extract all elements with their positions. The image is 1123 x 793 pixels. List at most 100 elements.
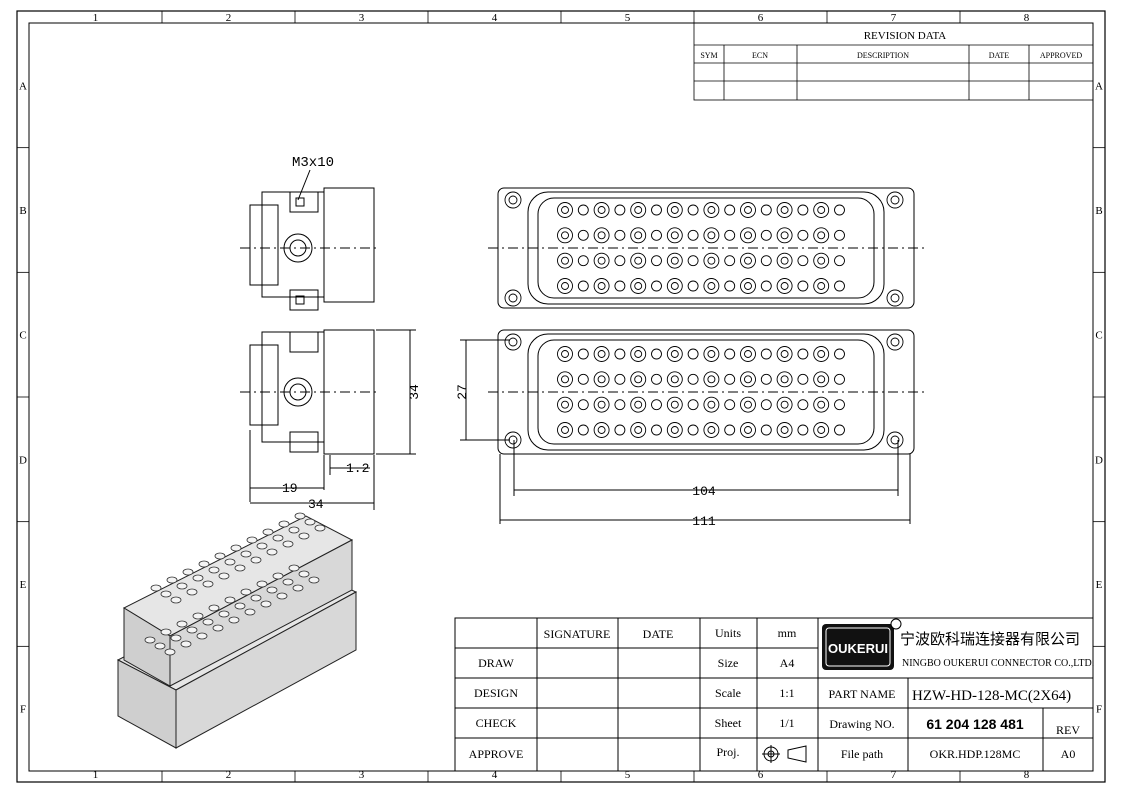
mounting-screw-inner bbox=[890, 293, 900, 303]
zone-col-label: 1 bbox=[93, 12, 99, 24]
dim-27: 27 bbox=[455, 384, 470, 400]
contact-pin bbox=[593, 396, 610, 413]
mounting-screw-inner bbox=[508, 293, 518, 303]
contact-pin-inner bbox=[707, 256, 716, 265]
zone-row-label: C bbox=[1095, 330, 1102, 342]
zone-col-label: 2 bbox=[226, 12, 232, 24]
contact-pin bbox=[614, 348, 626, 360]
iso-pin bbox=[314, 524, 326, 532]
contact-pin bbox=[834, 348, 845, 360]
iso-pin bbox=[160, 628, 172, 636]
contact-pin bbox=[651, 280, 662, 292]
rev-header-sym: SYM bbox=[700, 51, 717, 60]
zone-col-label: 4 bbox=[492, 12, 498, 24]
contact-pin-inner bbox=[634, 231, 643, 240]
contact-pin bbox=[703, 346, 720, 362]
projection-symbol-icon bbox=[762, 745, 807, 763]
contact-pin-inner bbox=[707, 231, 716, 240]
zone-col-label: 4 bbox=[492, 769, 498, 781]
iso-pin bbox=[224, 596, 236, 604]
contact-pin-inner bbox=[597, 256, 606, 265]
iso-pin bbox=[176, 582, 188, 590]
contact-pin bbox=[651, 424, 662, 436]
revision-title: REVISION DATA bbox=[864, 30, 947, 42]
title-block bbox=[454, 617, 1094, 772]
contact-pin bbox=[577, 204, 589, 216]
contact-pin bbox=[834, 204, 845, 216]
contact-pin-inner bbox=[744, 426, 752, 434]
zone-row-label: C bbox=[19, 330, 26, 342]
contact-pin bbox=[797, 348, 809, 360]
contact-pin-inner bbox=[780, 256, 789, 265]
zone-row-label: F bbox=[20, 704, 26, 716]
contact-pin bbox=[776, 227, 793, 244]
contact-pin bbox=[687, 348, 699, 360]
contact-pin bbox=[614, 373, 626, 385]
iso-pin bbox=[294, 512, 306, 520]
contact-pin bbox=[760, 229, 772, 241]
contact-pin-inner bbox=[707, 282, 716, 290]
contact-pin bbox=[577, 373, 589, 385]
iso-pin bbox=[250, 556, 262, 564]
contact-pin-inner bbox=[817, 426, 826, 434]
contact-pin bbox=[557, 252, 573, 269]
contact-pin bbox=[687, 424, 699, 436]
logo-text: OUKERUI bbox=[828, 641, 888, 656]
part-name-label: PART NAME bbox=[829, 687, 896, 701]
tb-col-signature: SIGNATURE bbox=[544, 627, 611, 641]
contact-pin bbox=[666, 252, 683, 269]
contact-pin-inner bbox=[634, 400, 643, 409]
zone-col-label: 7 bbox=[891, 769, 897, 781]
contact-pin bbox=[813, 227, 830, 244]
sheet-value: 1/1 bbox=[779, 716, 794, 730]
contact-pin-inner bbox=[780, 206, 789, 214]
contact-pin bbox=[797, 204, 809, 216]
zone-row-label: D bbox=[19, 454, 27, 466]
contact-pin-inner bbox=[597, 400, 606, 409]
contact-pin-inner bbox=[707, 206, 716, 214]
contact-pin bbox=[557, 278, 573, 294]
contact-pin-inner bbox=[597, 350, 606, 358]
mounting-screw-icon bbox=[504, 431, 522, 449]
iso-pin bbox=[224, 558, 236, 566]
iso-pin bbox=[150, 584, 162, 592]
iso-pin bbox=[218, 610, 230, 618]
revision-table bbox=[693, 22, 1094, 101]
contact-pin bbox=[834, 399, 845, 411]
contact-pin bbox=[687, 229, 699, 241]
contact-pin-inner bbox=[744, 282, 752, 290]
zone-row-label: E bbox=[1096, 579, 1103, 591]
contact-pin bbox=[577, 255, 589, 267]
contact-pin bbox=[651, 373, 662, 385]
contact-pin-grid bbox=[504, 191, 904, 449]
contact-pin-inner bbox=[561, 400, 569, 409]
tb-row-approve: APPROVE bbox=[469, 747, 524, 761]
contact-pin bbox=[834, 373, 845, 385]
dim-34-vertical: 34 bbox=[407, 384, 422, 400]
size-label: Size bbox=[718, 656, 739, 670]
contact-pin bbox=[797, 280, 809, 292]
contact-pin bbox=[666, 422, 683, 438]
contact-pin-inner bbox=[561, 282, 569, 290]
contact-pin-inner bbox=[670, 231, 679, 240]
contact-pin-inner bbox=[744, 350, 752, 358]
contact-pin bbox=[703, 396, 720, 413]
mounting-screw-icon bbox=[886, 333, 904, 351]
iso-pin bbox=[298, 532, 310, 540]
contact-pin bbox=[630, 252, 647, 269]
contact-pin bbox=[614, 229, 626, 241]
contact-pin-inner bbox=[817, 350, 826, 358]
contact-pin bbox=[834, 229, 845, 241]
contact-pin bbox=[797, 229, 809, 241]
iso-pin bbox=[192, 612, 204, 620]
contact-pin-inner bbox=[561, 231, 569, 240]
contact-pin bbox=[666, 346, 683, 362]
contact-pin bbox=[724, 280, 736, 292]
iso-pin bbox=[208, 604, 220, 612]
contact-pin bbox=[577, 399, 589, 411]
contact-pin bbox=[760, 348, 772, 360]
contact-pin bbox=[614, 424, 626, 436]
mounting-screw-inner bbox=[508, 337, 518, 347]
mounting-screw-icon bbox=[886, 191, 904, 209]
